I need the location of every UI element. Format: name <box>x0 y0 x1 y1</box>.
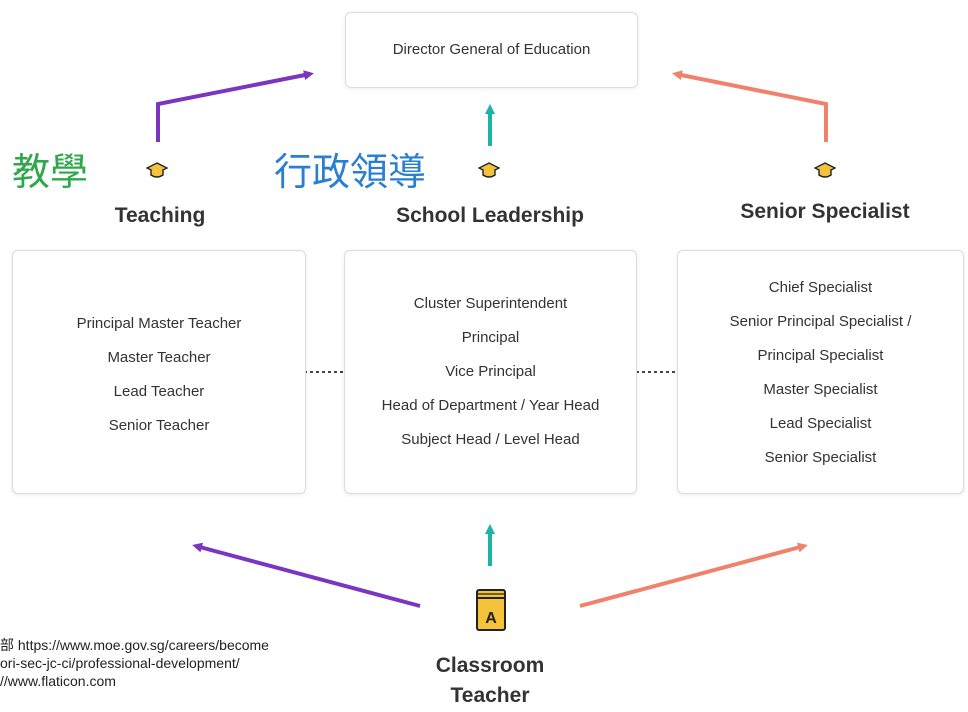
specialist-role: Senior Specialist <box>764 449 877 466</box>
specialist-role: Lead Specialist <box>769 415 872 432</box>
teaching-role: Lead Teacher <box>113 383 205 400</box>
arrow-classroom-to-specialist <box>579 542 808 608</box>
teaching-role: Master Teacher <box>107 349 211 366</box>
source-credit: 部 https://www.moe.gov.sg/careers/become … <box>0 636 400 690</box>
leadership-box: Cluster Superintendent Principal Vice Pr… <box>344 250 637 494</box>
arrow-teaching-to-director <box>156 70 314 142</box>
teaching-title: Teaching <box>114 204 206 227</box>
leadership-role: Vice Principal <box>445 363 536 380</box>
specialist-title: Senior Specialist <box>740 200 910 223</box>
arrow-classroom-to-teaching <box>192 542 421 608</box>
credit-line: 部 https://www.moe.gov.sg/careers/become <box>0 637 269 653</box>
director-label: Director General of Education <box>392 41 591 58</box>
credit-line: ori-sec-jc-ci/professional-development/ <box>0 655 240 671</box>
leadership-role: Cluster Superintendent <box>413 295 568 312</box>
graduation-cap-icon <box>814 162 836 178</box>
leadership-role: Principal <box>461 329 520 346</box>
book-letter: A <box>485 610 497 627</box>
leadership-role: Subject Head / Level Head <box>401 431 580 448</box>
specialist-role: Senior Principal Specialist / <box>729 313 912 330</box>
teaching-role: Senior Teacher <box>108 417 210 434</box>
book-icon <box>476 589 506 631</box>
credit-line: //www.flaticon.com <box>0 673 116 689</box>
teaching-box: Principal Master Teacher Master Teacher … <box>12 250 306 494</box>
graduation-cap-icon <box>478 162 500 178</box>
director-box: Director General of Education <box>345 12 638 88</box>
teaching-chinese-label: 教學 <box>12 150 89 194</box>
leadership-chinese-label: 行政領導 <box>274 150 427 194</box>
arrow-specialist-to-director <box>672 70 828 142</box>
teaching-role: Principal Master Teacher <box>76 315 242 332</box>
leadership-role: Head of Department / Year Head <box>381 397 600 414</box>
teacher-label: Teacher <box>450 684 530 707</box>
specialist-role: Master Specialist <box>763 381 878 398</box>
specialist-role: Principal Specialist <box>757 347 884 364</box>
specialist-role: Chief Specialist <box>768 279 873 296</box>
graduation-cap-icon <box>146 162 168 178</box>
specialist-box: Chief Specialist Senior Principal Specia… <box>677 250 964 494</box>
classroom-label: Classroom <box>435 654 545 677</box>
leadership-title: School Leadership <box>396 204 584 227</box>
